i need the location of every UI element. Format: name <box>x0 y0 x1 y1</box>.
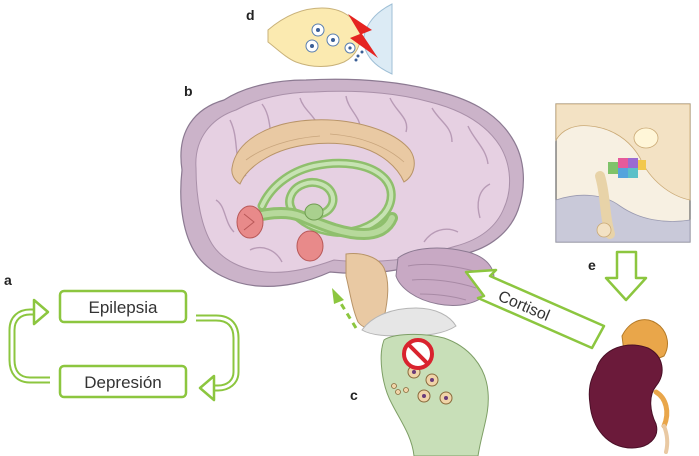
corpus-callosum <box>231 119 415 185</box>
no-entry-icon <box>402 338 434 370</box>
panel-letter-b: b <box>184 83 193 99</box>
cycle-box-epilepsia <box>58 289 188 324</box>
panel-b-brain: b <box>180 78 524 329</box>
presynaptic-terminal <box>267 7 361 67</box>
panel-letter-d: d <box>246 7 255 23</box>
postsynaptic-membrane <box>363 3 393 75</box>
amygdala <box>236 205 264 239</box>
cycle-label-epilepsia: Epilepsia <box>89 298 159 317</box>
hypothalamic-nuclei <box>608 158 646 178</box>
panel-d-synapse: d <box>246 3 393 75</box>
neuron-body <box>380 333 489 456</box>
panel-e-hpa: e <box>555 103 691 454</box>
cycle-box-depresion <box>58 364 188 399</box>
mammillary-body <box>304 203 324 221</box>
lightning-bolt-icon <box>348 14 378 58</box>
panel-c-neuron: c <box>350 307 489 456</box>
dashed-arrow-up <box>332 288 358 329</box>
panel-letter-a: a <box>4 272 12 288</box>
cycle-arrow-left <box>8 308 50 384</box>
panel-a-cycle: Epilepsia Depresión a <box>4 272 240 402</box>
cortisol-arrow-shape <box>464 268 606 350</box>
kidney <box>588 344 663 449</box>
panel-letter-c: c <box>350 387 358 403</box>
hpa-down-arrow <box>604 250 648 302</box>
cycle-arrow-right <box>196 314 240 392</box>
neuron-vesicles <box>391 365 453 405</box>
panel-letter-e: e <box>588 257 596 273</box>
synaptic-cap <box>361 307 457 337</box>
hippocampal-head <box>296 230 324 262</box>
limbic-system <box>242 158 398 241</box>
cycle-label-depresion: Depresión <box>84 373 162 392</box>
cortisol-arrow: Cortisol <box>464 268 606 350</box>
